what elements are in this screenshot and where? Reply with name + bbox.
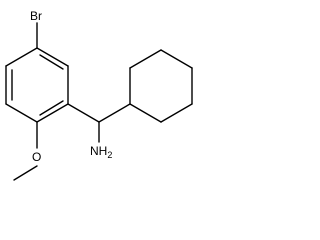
cyclohexane-ring (129, 49, 193, 123)
double-bond-inner-1 (39, 54, 64, 70)
bond-ring-to-ch (67, 103, 100, 123)
bond-ch-to-cyclohexyl (98, 103, 131, 123)
bromine-label: Br (30, 9, 42, 23)
molecule-diagram: Br O NH2 (5, 9, 193, 181)
cyclohexyl-bond-1 (129, 103, 162, 123)
ring-bond-c1-c2 (36, 47, 69, 67)
oxygen-label: O (32, 150, 41, 164)
cyclohexyl-bond-4 (160, 49, 193, 69)
amine-label: NH2 (90, 144, 112, 160)
benzene-ring (5, 47, 69, 123)
ring-bond-c3-c4 (36, 103, 69, 123)
amine-subscript: 2 (107, 150, 112, 160)
cyclohexyl-bond-2 (160, 103, 193, 123)
amine-nh: NH (90, 144, 107, 158)
double-bond-inner-2 (39, 100, 64, 116)
ring-bond-c6-c1 (5, 47, 38, 67)
ring-bond-c4-c5 (5, 103, 38, 123)
bond-o-methyl (13, 165, 38, 181)
cyclohexyl-bond-5 (129, 49, 162, 69)
